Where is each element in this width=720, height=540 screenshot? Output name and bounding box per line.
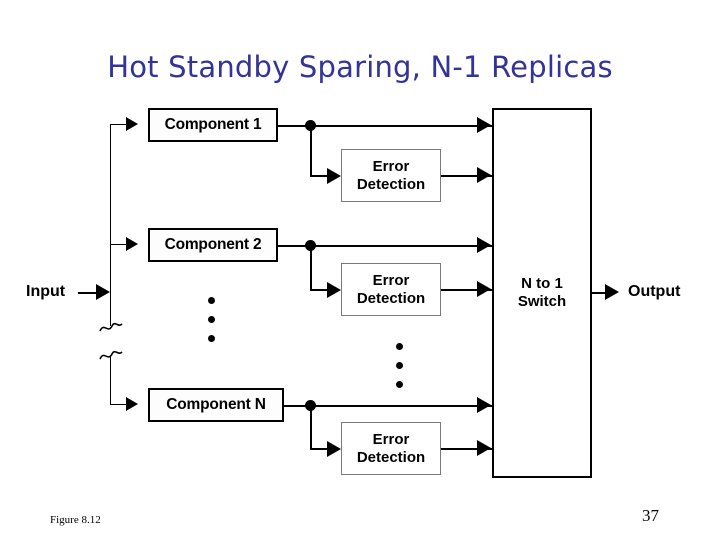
detector-ellipsis-dot-1 [396, 343, 403, 350]
page-number: 37 [642, 506, 659, 525]
component-2-box[interactable]: Component 2 [148, 228, 278, 262]
component-ellipsis-dot-3 [208, 335, 215, 342]
component-1-box[interactable]: Component 1 [148, 108, 278, 142]
figure-caption: Figure 8.12 [50, 514, 101, 526]
component-n-box[interactable]: Component N [148, 388, 284, 422]
output-label: Output [628, 283, 681, 300]
error-detection-2-line2: Detection [356, 289, 426, 307]
input-arrow-line [78, 292, 98, 294]
output-arrowhead [605, 284, 619, 300]
component-n-output-line [284, 405, 492, 407]
detector-1-input-arrowhead [327, 168, 341, 184]
switch-input-arrowhead-1 [477, 117, 491, 133]
switch-input-arrowhead-6 [477, 440, 491, 456]
component-1-input-arrowhead [126, 117, 138, 131]
component-2-output-line [278, 245, 492, 247]
component-n-input-arrowhead [126, 397, 138, 411]
component-1-output-line [278, 125, 492, 127]
switch-input-arrowhead-4 [477, 281, 491, 297]
component-1-label: Component 1 [164, 116, 262, 133]
detector-2-output-line [441, 289, 492, 291]
error-detection-box-2[interactable]: Error Detection [341, 263, 441, 316]
detector-n-input-arrowhead [327, 441, 341, 457]
input-label: Input [26, 283, 66, 300]
output-line [592, 292, 612, 294]
error-detection-1-line1: Error [372, 157, 410, 175]
component-n-branch-to-detector [310, 448, 331, 450]
error-detection-box-n[interactable]: Error Detection [341, 422, 441, 475]
error-detection-box-1[interactable]: Error Detection [341, 149, 441, 202]
component-ellipsis-dot-1 [208, 297, 215, 304]
detector-2-input-arrowhead [327, 282, 341, 298]
input-bus-upper [110, 124, 111, 326]
slide-title: Hot Standby Sparing, N-1 Replicas [107, 50, 613, 84]
switch-label-line2: Switch [517, 293, 567, 310]
error-detection-n-line1: Error [372, 430, 410, 448]
bus-branch-line-1 [110, 124, 128, 125]
input-bus-lower [110, 356, 111, 405]
error-detection-n-line2: Detection [356, 448, 426, 466]
detector-n-output-line [441, 448, 492, 450]
component-1-branch-to-detector [310, 175, 331, 177]
bus-branch-line-2 [110, 244, 128, 245]
component-2-label: Component 2 [164, 236, 262, 253]
switch-label-line1: N to 1 [521, 275, 563, 292]
detector-1-output-line [441, 175, 492, 177]
n-to-1-switch-box[interactable]: N to 1 Switch [492, 108, 592, 478]
error-detection-2-line1: Error [372, 271, 410, 289]
bus-break-squiggle-upper [99, 322, 123, 332]
input-arrowhead [96, 284, 110, 300]
component-ellipsis-dot-2 [208, 316, 215, 323]
component-2-branch-to-detector [310, 289, 331, 291]
component-n-branch-down [310, 405, 312, 449]
switch-input-arrowhead-5 [477, 397, 491, 413]
component-2-input-arrowhead [126, 237, 138, 251]
switch-input-arrowhead-3 [477, 237, 491, 253]
detector-ellipsis-dot-3 [396, 381, 403, 388]
error-detection-1-line2: Detection [356, 175, 426, 193]
component-2-branch-down [310, 245, 312, 290]
bus-branch-line-n [110, 404, 128, 405]
bus-break-squiggle-lower [99, 350, 123, 360]
component-1-branch-down [310, 125, 312, 176]
component-n-label: Component N [166, 396, 266, 413]
detector-ellipsis-dot-2 [396, 362, 403, 369]
switch-input-arrowhead-2 [477, 167, 491, 183]
